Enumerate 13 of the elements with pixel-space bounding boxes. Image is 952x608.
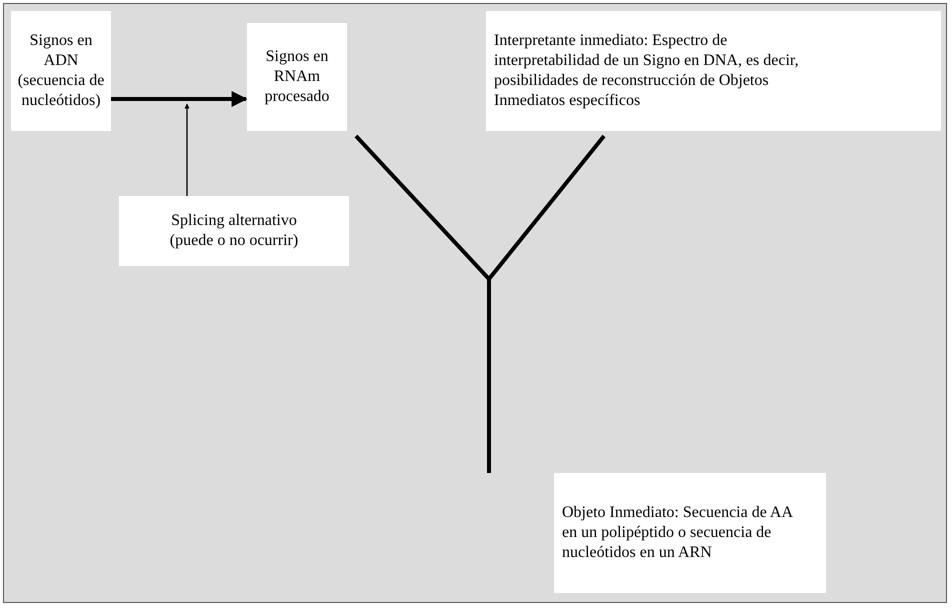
box-text: Signos en ADN (secuencia de nucleótidos) [16,31,106,111]
text-box [119,196,349,266]
text-box [554,473,826,593]
box-text: Signos en RNAm procesado [264,47,330,107]
arrow [111,91,248,107]
text-box [247,23,347,131]
connector-line [487,134,606,473]
text-box [11,11,111,131]
box-text: Interpretante inmediato: Espectro de interpretabilidad de un Signo en DNA, es decir, posibilidades de reconstrucción de Objetos Inmediatos específicos [494,31,800,111]
box-text: Objeto Inmediato: Secuencia de AA en un polipéptido o secuencia de nucleótidos en un ARN [562,503,794,563]
text-box [486,11,941,131]
arrow [184,103,190,196]
box-text: Splicing alternativo (puede o no ocurrir) [168,211,300,251]
